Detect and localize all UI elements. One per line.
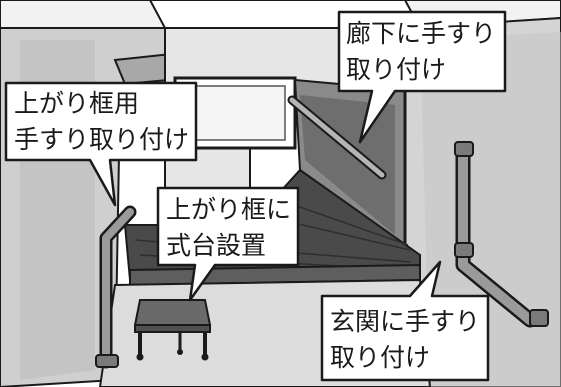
- callout-corridor-handrail-line1: 廊下に手すり: [346, 19, 496, 48]
- shikidai-platform: [133, 299, 212, 361]
- agarikamachi-handrail: [95, 205, 137, 369]
- callout-agarikamachi-handrail-line1: 上がり框用: [14, 89, 139, 118]
- callout-step-platform-line1: 上がり框に: [166, 195, 291, 224]
- callout-corridor-handrail: 廊下に手すり 取り付け: [337, 10, 507, 144]
- callout-entrance-handrail-line2: 取り付け: [330, 343, 430, 372]
- callout-step-platform: 上がり框に 式台設置: [156, 186, 300, 302]
- callout-agarikamachi-handrail-line2: 手すり取り付け: [14, 125, 189, 154]
- callout-corridor-handrail-line2: 取り付け: [346, 55, 446, 84]
- callout-agarikamachi-handrail: 上がり框用 手すり取り付け: [4, 81, 198, 207]
- entrance-handrail: [454, 141, 549, 328]
- callout-step-platform-line2: 式台設置: [166, 231, 266, 260]
- callout-entrance-handrail-line1: 玄関に手すり: [330, 307, 480, 336]
- callout-entrance-handrail: 玄関に手すり 取り付け: [320, 260, 490, 382]
